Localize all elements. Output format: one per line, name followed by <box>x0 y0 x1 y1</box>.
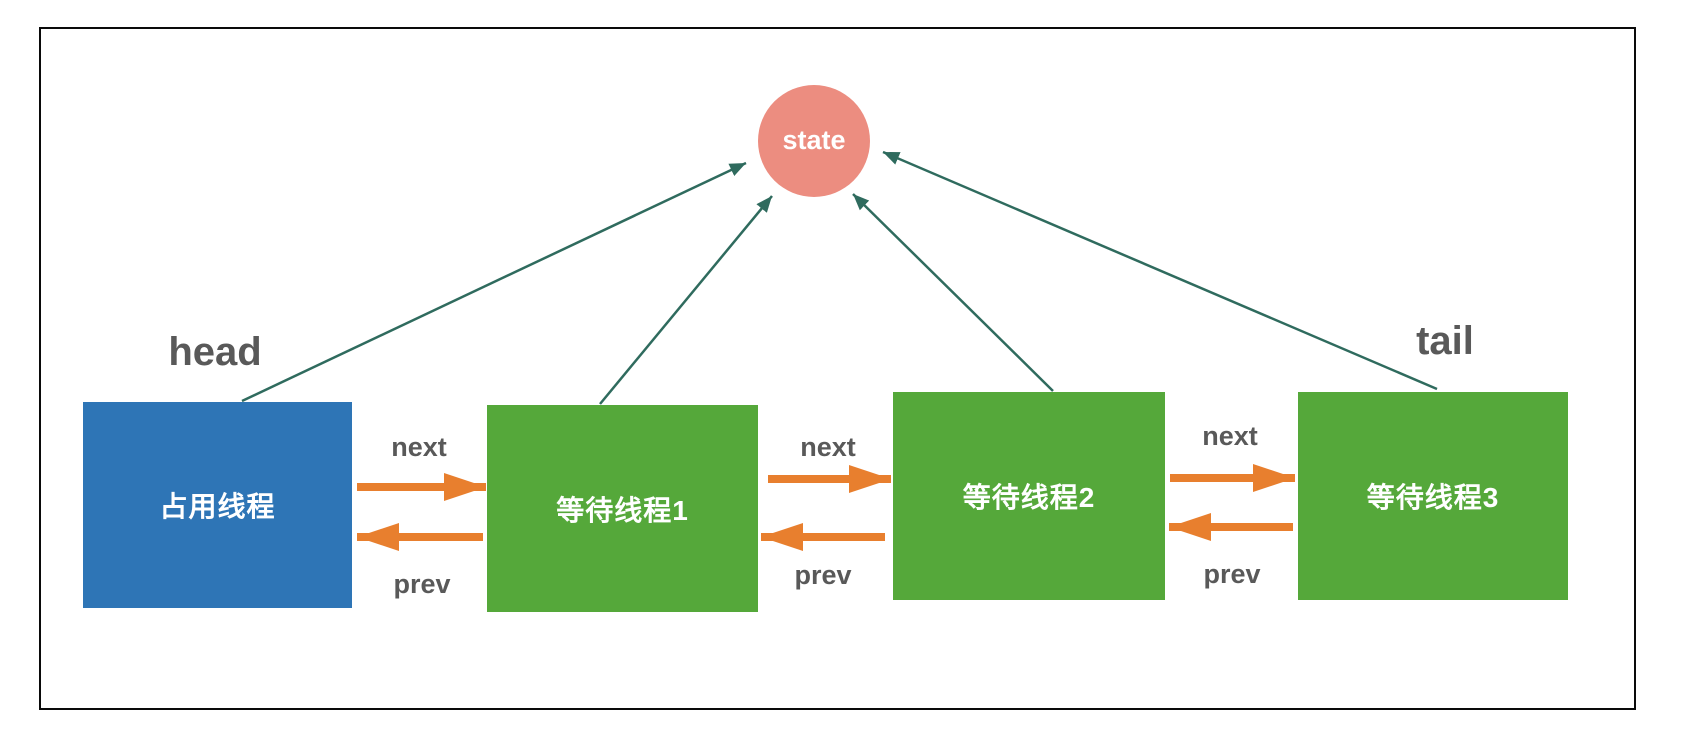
next-label-3: next <box>1202 421 1258 451</box>
state-arrow-from-wait2 <box>852 193 1054 392</box>
state-arrow-from-owner <box>241 161 747 403</box>
prev-label-3: prev <box>1203 559 1261 589</box>
state-arrow-from-wait3 <box>882 150 1438 391</box>
node-waiting-thread-2: 等待线程2 <box>893 392 1165 600</box>
node-waiting-thread-1: 等待线程1 <box>487 405 758 612</box>
node-waiting-thread-2-label: 等待线程2 <box>962 482 1096 513</box>
state-node-label: state <box>782 125 846 155</box>
prev-label-1: prev <box>393 569 451 599</box>
node-owner-thread-label: 占用线程 <box>159 491 276 522</box>
head-pointer-label: head <box>168 330 262 374</box>
node-waiting-thread-3-label: 等待线程3 <box>1366 482 1500 513</box>
state-node-circle <box>758 85 870 197</box>
node-waiting-thread-1-label: 等待线程1 <box>556 494 689 526</box>
node-waiting-thread-3: 等待线程3 <box>1298 392 1568 600</box>
tail-pointer-label: tail <box>1416 319 1474 363</box>
state-arrow-from-wait1 <box>599 195 773 405</box>
next-label-2: next <box>800 432 856 462</box>
prev-label-2: prev <box>794 560 852 590</box>
node-owner-thread: 占用线程 <box>83 402 352 608</box>
next-label-1: next <box>391 432 447 462</box>
